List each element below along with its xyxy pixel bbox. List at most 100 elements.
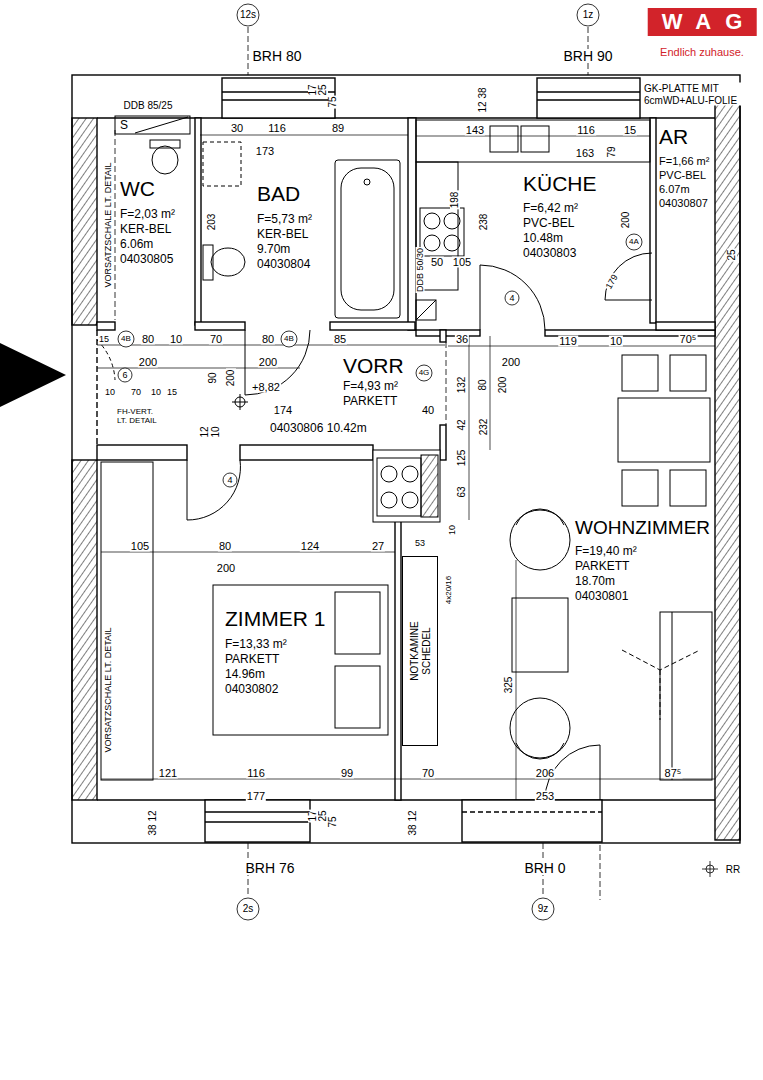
dimension-label: 12 38 <box>478 86 488 113</box>
room-info: F=13,33 m² <box>225 638 287 650</box>
dimension-label: BRH 0 <box>523 861 566 875</box>
dimension-label: 174 <box>273 405 293 416</box>
room-name: NOTKAMINE SCHEDEL <box>409 620 432 682</box>
dimension-label: 75 <box>328 95 338 108</box>
dimension-label: 200 <box>501 357 521 368</box>
callout-number: 4G <box>418 369 431 377</box>
dimension-label: 10 <box>150 388 162 397</box>
dimension-label: 85 <box>333 334 347 345</box>
dimension-label: 200 <box>216 563 236 574</box>
entrance-arrow <box>0 343 66 407</box>
dimension-lines <box>97 135 715 800</box>
callout-number: 9z <box>537 904 550 914</box>
dimension-label: 4x20/16 <box>445 575 453 605</box>
room-name: KÜCHE <box>523 173 597 194</box>
room-info: F=19,40 m² <box>575 545 637 557</box>
room: WCF=2,03 m²KER-BEL6.06m04030805 <box>100 120 195 320</box>
dimension-label: 198 <box>450 191 460 210</box>
dimension-label: 105 <box>452 257 472 268</box>
room-info: 04030801 <box>575 590 628 602</box>
room: ARF=1,66 m²PVC-BEL6.07m04030807 <box>656 118 715 323</box>
dimension-label: 200 <box>258 357 278 368</box>
room-info: F=1,66 m² <box>659 156 709 167</box>
furniture <box>101 116 712 780</box>
dimension-label: 10 <box>211 425 221 438</box>
room-name: WC <box>120 178 155 199</box>
room-info: 04030802 <box>225 683 278 695</box>
dimension-label: 10 <box>609 336 623 347</box>
room-name: AR <box>659 126 688 147</box>
callout-number: 1z <box>582 10 595 20</box>
dimension-label: 238 <box>479 213 489 232</box>
room-info: F=4,93 m² <box>343 380 398 392</box>
callout-number: 4A <box>628 238 640 246</box>
dimension-label: 36 <box>455 334 469 345</box>
dimension-label: 121 <box>158 768 178 779</box>
room-info: KER-BEL <box>257 228 308 240</box>
walls <box>72 75 740 843</box>
callout-number: 4 <box>226 476 233 485</box>
room-info: 6.07m <box>659 184 690 195</box>
room-info: 04030806 10.42m <box>270 422 367 434</box>
dimension-label: 12 <box>200 425 210 438</box>
dimension-label: 63 <box>457 485 467 498</box>
dimension-label: 206 <box>535 768 555 779</box>
dimension-label: 125 <box>457 449 467 468</box>
dimension-label: 105 <box>130 541 150 552</box>
dimension-label: 116 <box>246 768 266 779</box>
dimension-label: 70 <box>130 388 142 397</box>
dimension-label: 70 <box>209 334 223 345</box>
dimension-label: 79 <box>607 145 617 158</box>
dimension-label: 10 <box>104 388 116 397</box>
dimension-label: 25 <box>318 809 328 822</box>
dimension-label: BRH 80 <box>251 49 302 63</box>
dimension-label: +8,82 <box>251 382 281 393</box>
room: WOHNZIMMERF=19,40 m²PARKETT18.70m0403080… <box>448 335 715 800</box>
dimension-label: 124 <box>300 541 320 552</box>
dimension-label: 203 <box>207 213 217 232</box>
dimension-label: 232 <box>479 418 489 437</box>
dimension-label: 42 <box>457 418 467 431</box>
callout-number: 4 <box>508 294 515 303</box>
callout-number: 2s <box>242 904 255 914</box>
dimension-label: 25 <box>727 248 737 261</box>
room-info: F=6,42 m² <box>523 202 578 214</box>
dimension-label: 200 <box>138 357 158 368</box>
dimension-label: DDB 85/25 <box>123 101 174 111</box>
room-info: F=5,73 m² <box>257 213 312 225</box>
dimension-label: 200 <box>621 211 631 230</box>
dimension-label: 253 <box>535 791 555 802</box>
doors <box>97 253 652 800</box>
callout-number: 4B <box>283 335 295 343</box>
room-info: KER-BEL <box>120 223 171 235</box>
room-info: 9.70m <box>257 243 290 255</box>
dimension-label: 75 <box>328 815 338 828</box>
callout-number: 12s <box>239 10 257 20</box>
dimension-label: 80 <box>218 541 232 552</box>
room-info: 04030804 <box>257 258 310 270</box>
dimension-label: 15 <box>623 125 637 136</box>
dimension-label: 80 <box>261 334 275 345</box>
dimension-label: VORSATZSCHALE LT. DETAIL <box>104 161 113 288</box>
room-info: 10.48m <box>523 232 563 244</box>
dimension-label: FH-VERT. LT. DETAIL <box>116 407 164 425</box>
dimension-label: 116 <box>267 123 287 134</box>
dimension-label: 80 <box>141 334 155 345</box>
dimension-label: 89 <box>331 123 345 134</box>
room-name: WOHNZIMMER <box>575 518 710 537</box>
dimension-label: 200 <box>226 369 236 388</box>
dimension-label: 70⁵ <box>679 334 698 345</box>
room-info: 04030805 <box>120 253 173 265</box>
room-name: ZIMMER 1 <box>225 608 325 629</box>
room-info: 04030803 <box>523 247 576 259</box>
dimension-label: 179 <box>604 272 620 291</box>
dimension-label: 116 <box>576 125 596 136</box>
dimension-label: 80 <box>478 378 488 391</box>
dimension-label: 50 <box>430 257 444 268</box>
dimension-label: 38 12 <box>148 809 158 836</box>
room-info: 18.70m <box>575 575 615 587</box>
room-name: BAD <box>257 183 300 204</box>
dimension-label: 90 <box>208 371 218 384</box>
room-info: 6.06m <box>120 238 153 250</box>
